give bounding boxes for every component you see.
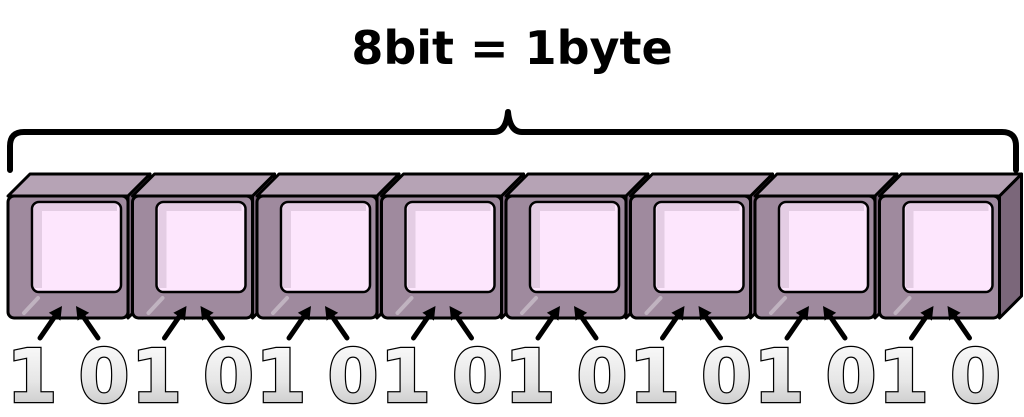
- bit-cell-top: [131, 172, 276, 198]
- bit-arrow: [574, 306, 599, 341]
- bit-digit: 1: [504, 334, 556, 417]
- bit-cell-top: [380, 172, 525, 198]
- bit-digit: 0: [327, 334, 379, 417]
- bit-digit: 0: [452, 334, 504, 417]
- bit-cell-highlight: [22, 296, 40, 315]
- bit-cell-highlight: [644, 296, 663, 315]
- byte-brace: [7, 109, 1019, 173]
- bit-arrow: [909, 306, 934, 341]
- bit-arrows: [37, 306, 972, 341]
- bit-arrow: [325, 306, 350, 341]
- bit-arrow: [411, 306, 436, 341]
- bit-cell: [255, 172, 401, 320]
- bit-digit: 0: [950, 334, 1002, 417]
- bit-digit: 1: [629, 334, 681, 417]
- bit-arrow: [449, 306, 474, 341]
- bit-digit: 0: [78, 334, 130, 417]
- bit-digit: 1: [878, 334, 930, 417]
- bit-cell-highlight: [769, 296, 787, 315]
- bit-arrow: [947, 306, 972, 341]
- bit-cell-top: [255, 172, 401, 198]
- bit-cell: [629, 172, 774, 320]
- bit-digit: 0: [701, 334, 753, 417]
- bit-digit: 0: [576, 334, 628, 417]
- bit-cell: [131, 172, 276, 320]
- bit-cell-highlight: [520, 296, 538, 315]
- bit-cell: [380, 172, 525, 320]
- bit-digit: 1: [6, 334, 58, 417]
- bit-arrow: [200, 306, 225, 341]
- bit-cell: [504, 172, 650, 320]
- bit-digit: 0: [203, 334, 255, 417]
- bit-cell: [6, 172, 152, 320]
- bit-digit: 1: [131, 334, 183, 417]
- bit-cell-window: [777, 200, 870, 294]
- bit-cell-window: [155, 200, 247, 294]
- bit-arrow: [286, 306, 311, 341]
- bit-cell-window: [30, 200, 123, 294]
- bit-cell-highlight: [146, 296, 165, 315]
- bit-cell-highlight: [271, 296, 289, 315]
- bit-cell-top: [6, 172, 152, 198]
- bit-cells: [6, 172, 1023, 320]
- bit-cell-highlight: [893, 296, 912, 315]
- bit-cell-window: [902, 200, 994, 294]
- bit-cell-window: [653, 200, 745, 294]
- bit-cell-highlight: [395, 296, 414, 315]
- bit-arrow: [660, 306, 685, 341]
- bit-digit: 1: [380, 334, 432, 417]
- bit-cell-window: [528, 200, 621, 294]
- bit-digit: 1: [753, 334, 805, 417]
- bit-cell-window: [279, 200, 372, 294]
- bit-cell-window: [404, 200, 496, 294]
- bit-arrow: [823, 306, 848, 341]
- bit-cell: [878, 172, 1023, 320]
- bit-arrow: [76, 306, 101, 341]
- bit-digit: 0: [825, 334, 877, 417]
- bit-arrow: [784, 306, 809, 341]
- bit-cell-top: [504, 172, 650, 198]
- bit-cell-top: [753, 172, 899, 198]
- diagram-title: 8bit = 1byte: [351, 21, 672, 75]
- bit-cell-top: [878, 172, 1023, 198]
- bit-arrow: [37, 306, 62, 341]
- bit-digit: 1: [255, 334, 307, 417]
- bit-cell: [753, 172, 899, 320]
- bit-arrow: [535, 306, 560, 341]
- bit-arrow: [162, 306, 187, 341]
- bit-cell-top: [629, 172, 774, 198]
- bit-cell-side: [998, 172, 1023, 320]
- bit-arrow: [698, 306, 723, 341]
